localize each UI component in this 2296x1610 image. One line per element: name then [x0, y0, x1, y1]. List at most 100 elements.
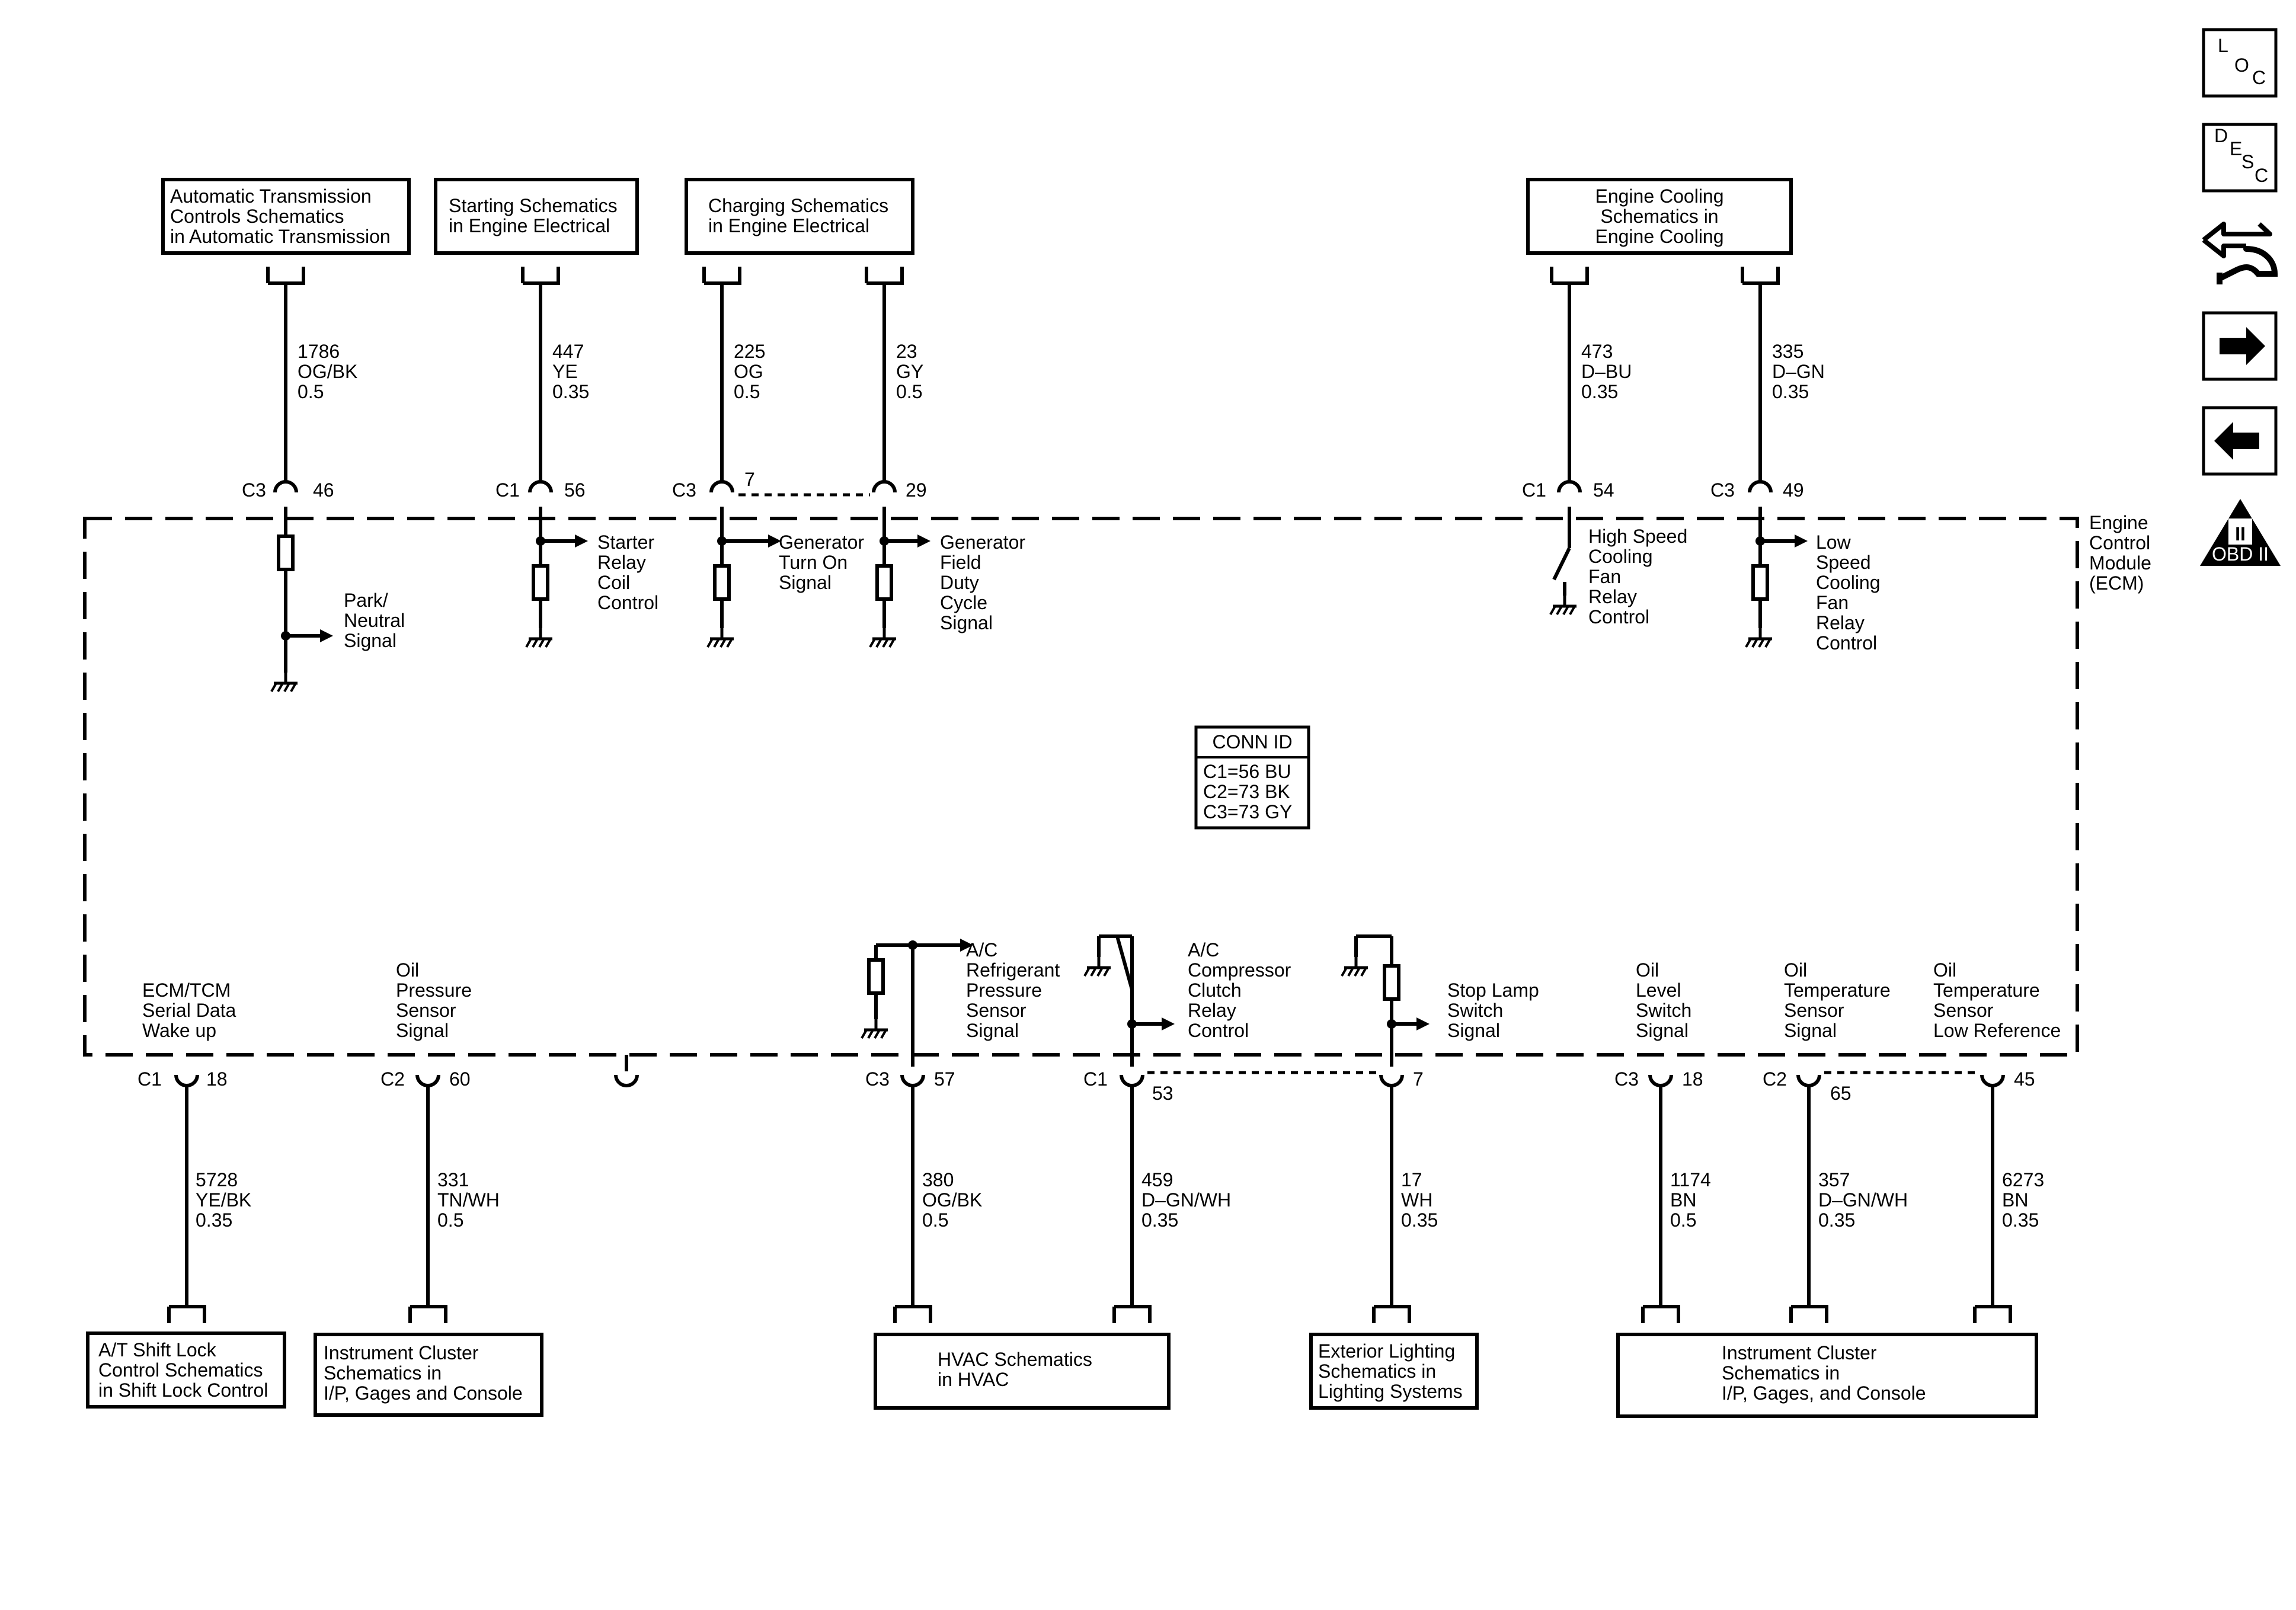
svg-text:Signal: Signal [779, 572, 832, 593]
svg-text:Pressure: Pressure [966, 980, 1042, 1001]
box-starting[interactable]: Starting Schematics in Engine Electrical [434, 178, 639, 255]
svg-text:Sensor: Sensor [1933, 1000, 1994, 1021]
circuit-label-380: 380 OG/BK 0.5 [922, 1169, 982, 1231]
top-internal-circuits [277, 507, 1795, 673]
wrench-arrows-icon[interactable] [2202, 222, 2278, 284]
svg-text:Sensor: Sensor [396, 1000, 456, 1021]
svg-text:Coil: Coil [597, 572, 630, 593]
svg-text:5728: 5728 [196, 1169, 238, 1190]
svg-text:Schematics in: Schematics in [1600, 206, 1718, 227]
svg-text:C3: C3 [865, 1068, 890, 1090]
box-instrument-cluster-left[interactable]: Instrument Cluster Schematics in I/P, Ga… [314, 1333, 543, 1417]
box-instrument-cluster-right[interactable]: Instrument Cluster Schematics in I/P, Ga… [1616, 1333, 2038, 1418]
signal-oil-level: Oil Level Switch Signal [1636, 959, 1691, 1041]
svg-text:0.35: 0.35 [1581, 381, 1618, 402]
ground-ac-clutch [1085, 957, 1111, 976]
circuit-label-1174: 1174 BN 0.5 [1670, 1169, 1711, 1231]
svg-text:17: 17 [1401, 1169, 1422, 1190]
svg-text:Schematics in: Schematics in [1722, 1362, 1840, 1384]
svg-text:60: 60 [449, 1068, 471, 1090]
svg-text:Exterior Lighting: Exterior Lighting [1318, 1340, 1455, 1362]
svg-text:HVAC Schematics: HVAC Schematics [938, 1349, 1092, 1370]
ground-low-fan [1746, 628, 1772, 647]
svg-text:in Engine Electrical: in Engine Electrical [708, 215, 869, 236]
svg-text:A/T Shift Lock: A/T Shift Lock [98, 1339, 217, 1361]
pin-labels-top: C3 46 C1 56 C3 7 29 C1 54 C3 49 [242, 469, 1804, 501]
ecm-label: Engine Control Module (ECM) [2089, 512, 2157, 594]
svg-text:Wake up: Wake up [142, 1020, 216, 1041]
box-engine-cooling[interactable]: Engine Cooling Schematics in Engine Cool… [1526, 178, 1793, 255]
obd-ii-icon[interactable]: II OBD II [2200, 499, 2281, 566]
svg-text:Sensor: Sensor [966, 1000, 1027, 1021]
signal-serial-data: ECM/TCM Serial Data Wake up [142, 980, 236, 1041]
loc-button[interactable]: L O C [2202, 28, 2278, 98]
svg-text:C3: C3 [242, 479, 266, 501]
box-hvac[interactable]: HVAC Schematics in HVAC [874, 1333, 1171, 1410]
box-exterior-lighting[interactable]: Exterior Lighting Schematics in Lighting… [1309, 1333, 1479, 1410]
circuit-label-6273: 6273 BN 0.35 [2002, 1169, 2044, 1231]
svg-text:C1: C1 [1083, 1068, 1108, 1090]
svg-text:C1: C1 [495, 479, 520, 501]
signal-stop-lamp: Stop Lamp Switch Signal [1447, 980, 1539, 1041]
svg-text:CONN ID: CONN ID [1212, 731, 1292, 753]
svg-text:Turn On: Turn On [779, 552, 848, 573]
svg-text:Automatic Transmission: Automatic Transmission [170, 185, 372, 207]
signal-generator-field: Generator Field Duty Cycle Signal [940, 532, 1025, 633]
bottom-wires [185, 1084, 1994, 1307]
svg-text:C2=73 BK: C2=73 BK [1203, 781, 1290, 802]
prev-page-button[interactable] [2202, 406, 2278, 476]
svg-text:E: E [2230, 138, 2242, 159]
svg-text:Sensor: Sensor [1784, 1000, 1844, 1021]
svg-text:Speed: Speed [1816, 552, 1871, 573]
svg-text:Oil: Oil [396, 959, 419, 981]
svg-text:A/C: A/C [1188, 939, 1219, 961]
svg-text:O: O [2234, 55, 2249, 76]
svg-text:Instrument Cluster: Instrument Cluster [1722, 1342, 1877, 1363]
ground-park [271, 673, 298, 692]
svg-text:0.35: 0.35 [1818, 1209, 1855, 1231]
svg-text:L: L [2218, 35, 2228, 56]
signal-oil-pressure: Oil Pressure Sensor Signal [396, 959, 472, 1041]
svg-text:BN: BN [2002, 1189, 2028, 1211]
svg-text:in Automatic Transmission: in Automatic Transmission [170, 226, 391, 247]
svg-text:331: 331 [437, 1169, 469, 1190]
svg-text:18: 18 [206, 1068, 228, 1090]
svg-text:Stop Lamp: Stop Lamp [1447, 980, 1539, 1001]
svg-text:Instrument Cluster: Instrument Cluster [324, 1342, 479, 1363]
box-shift-lock[interactable]: A/T Shift Lock Control Schematics in Shi… [86, 1331, 286, 1409]
svg-text:Control: Control [1188, 1020, 1249, 1041]
svg-text:Relay: Relay [1588, 586, 1637, 607]
circuit-label-23: 23 GY 0.5 [896, 341, 923, 402]
svg-text:Relay: Relay [1188, 1000, 1236, 1021]
svg-text:GY: GY [896, 361, 923, 382]
ground-gen-field [870, 628, 896, 647]
svg-text:Field: Field [940, 552, 981, 573]
svg-text:Oil: Oil [1784, 959, 1807, 981]
svg-text:C: C [2255, 165, 2268, 186]
svg-text:0.35: 0.35 [2002, 1209, 2039, 1231]
svg-text:OG/BK: OG/BK [922, 1189, 982, 1211]
svg-text:Signal: Signal [966, 1020, 1019, 1041]
svg-text:Signal: Signal [396, 1020, 449, 1041]
next-page-button[interactable] [2202, 311, 2278, 381]
box-charging[interactable]: Charging Schematics in Engine Electrical [685, 178, 914, 255]
svg-text:S: S [2241, 151, 2254, 172]
svg-text:II: II [2235, 523, 2246, 545]
svg-text:Neutral: Neutral [344, 610, 405, 631]
box-auto-transmission[interactable]: Automatic Transmission Controls Schemati… [161, 178, 411, 255]
svg-text:Switch: Switch [1636, 1000, 1691, 1021]
svg-text:459: 459 [1141, 1169, 1173, 1190]
circuit-label-357: 357 D–GN/WH 0.35 [1818, 1169, 1908, 1231]
svg-text:OG/BK: OG/BK [298, 361, 357, 382]
desc-button[interactable]: D E S C [2202, 123, 2278, 193]
ground-ac-pressure [862, 1019, 888, 1038]
svg-text:I/P, Gages, and Console: I/P, Gages, and Console [1722, 1382, 1926, 1404]
svg-text:in HVAC: in HVAC [938, 1369, 1009, 1390]
svg-text:WH: WH [1401, 1189, 1432, 1211]
circuit-label-5728: 5728 YE/BK 0.35 [196, 1169, 251, 1231]
svg-text:Relay: Relay [597, 552, 646, 573]
circuit-label-473: 473 D–BU 0.35 [1581, 341, 1632, 402]
svg-text:0.5: 0.5 [1670, 1209, 1696, 1231]
